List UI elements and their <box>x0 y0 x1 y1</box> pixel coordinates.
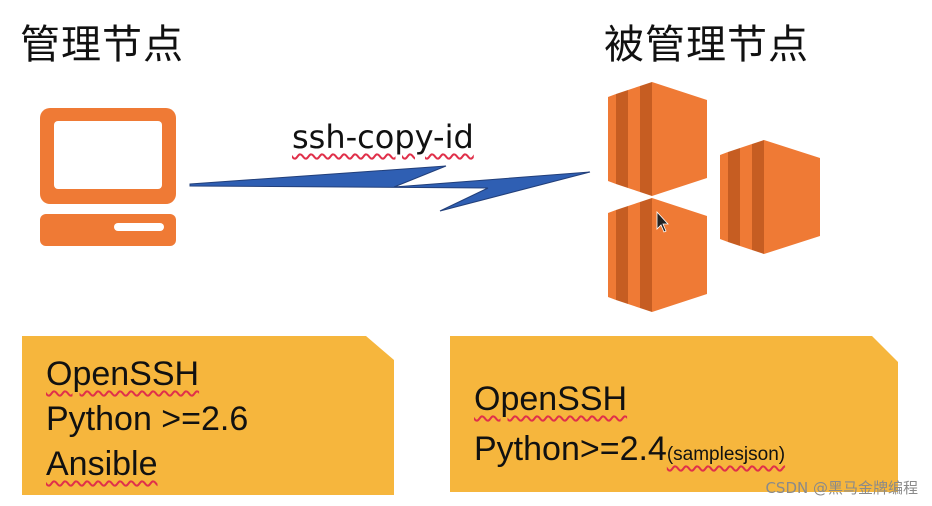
computer-icon <box>40 108 176 246</box>
manager-req-python: Python >=2.6 <box>46 400 249 438</box>
watermark: CSDN @黑马金牌编程 <box>765 479 918 497</box>
managed-requirements-note <box>450 336 898 492</box>
manager-req-ansible: Ansible <box>46 445 158 483</box>
managed-req-python-note: (samplesjson) <box>666 444 786 465</box>
server-block-right <box>720 140 820 254</box>
managed-requirements-text: OpenSSH Python>=2.4(samplesjson) <box>474 374 785 480</box>
managed-node-title: 被管理节点 <box>604 22 809 68</box>
connection-label-text: ssh-copy-id <box>292 118 474 156</box>
managed-req-python: Python>=2.4 <box>474 430 667 468</box>
manager-req-openssh: OpenSSH <box>46 355 200 393</box>
mouse-cursor-icon <box>656 210 669 233</box>
server-cluster-icon <box>608 82 820 312</box>
server-block-top <box>608 82 707 196</box>
connection-label: ssh-copy-id <box>292 118 474 156</box>
lightning-bolt-icon <box>189 165 591 212</box>
managed-req-openssh: OpenSSH <box>474 380 628 418</box>
server-block-bottom <box>608 198 707 312</box>
manager-requirements-note <box>22 336 394 495</box>
manager-node-title: 管理节点 <box>20 22 184 68</box>
manager-requirements-text: OpenSSH Python >=2.6 Ansible <box>46 352 248 487</box>
